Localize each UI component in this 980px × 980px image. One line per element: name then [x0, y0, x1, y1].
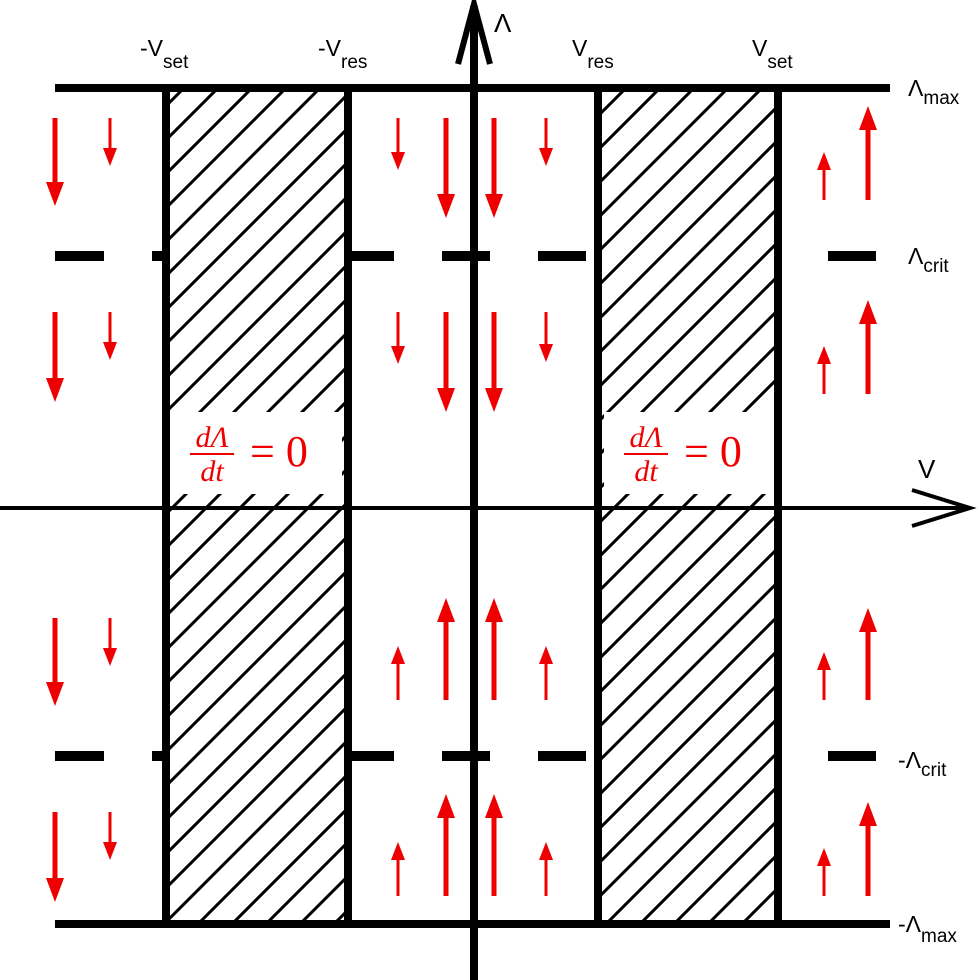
equation-right: dΛ dt = 0 — [624, 421, 742, 488]
arrow-head — [46, 182, 64, 206]
arrow-head — [391, 646, 405, 664]
arrow-head — [437, 794, 455, 818]
arrow-up-icon — [859, 300, 877, 394]
arrow-down-icon — [46, 312, 64, 402]
arrow-head — [103, 648, 117, 666]
arrow-down-icon — [46, 812, 64, 902]
arrow-head — [391, 346, 405, 364]
v-axis-label: V — [918, 454, 936, 484]
arrow-head — [46, 682, 64, 706]
arrow-head — [539, 148, 553, 166]
arrow-head — [539, 344, 553, 362]
arrow-head — [485, 598, 503, 622]
label-lambda-max: Λmax — [908, 75, 960, 109]
arrow-down-icon — [539, 312, 553, 362]
arrow-down-icon — [46, 618, 64, 706]
arrow-up-icon — [859, 608, 877, 700]
arrow-up-icon — [539, 646, 553, 700]
arrow-head — [539, 646, 553, 664]
arrow-head — [539, 842, 553, 860]
arrow-up-icon — [485, 598, 503, 700]
arrow-up-icon — [817, 346, 831, 394]
arrow-head — [817, 152, 831, 170]
arrow-down-icon — [46, 118, 64, 206]
arrow-head — [46, 378, 64, 402]
arrow-head — [485, 194, 503, 218]
arrow-down-icon — [437, 312, 455, 412]
arrow-up-icon — [437, 598, 455, 700]
arrow-down-icon — [103, 618, 117, 666]
arrow-head — [485, 794, 503, 818]
arrow-head — [859, 300, 877, 324]
lambda-axis-label: Λ — [494, 8, 512, 38]
arrow-down-icon — [103, 312, 117, 360]
equation-left-numerator: dΛ — [195, 421, 228, 454]
arrow-down-icon — [103, 812, 117, 860]
arrow-head — [103, 842, 117, 860]
arrow-up-icon — [539, 842, 553, 896]
arrow-head — [391, 842, 405, 860]
arrow-head — [817, 652, 831, 670]
v-axis-arrowhead — [911, 488, 977, 528]
label-neg-lambda-max: -Λmax — [898, 911, 957, 947]
arrow-head — [485, 388, 503, 412]
arrow-up-icon — [817, 652, 831, 700]
arrow-up-icon — [859, 802, 877, 896]
arrow-down-icon — [485, 312, 503, 412]
arrow-head — [437, 388, 455, 412]
equation-right-rhs: = 0 — [684, 427, 742, 476]
arrow-down-icon — [539, 118, 553, 166]
arrow-up-icon — [859, 106, 877, 200]
arrow-head — [103, 342, 117, 360]
arrow-up-icon — [817, 848, 831, 896]
label-neg-vres: -Vres — [318, 35, 367, 73]
equation-right-numerator: dΛ — [629, 421, 662, 454]
arrow-down-icon — [485, 118, 503, 218]
label-neg-vset: -Vset — [140, 35, 189, 73]
arrow-up-icon — [391, 646, 405, 700]
arrow-head — [817, 848, 831, 866]
arrow-up-icon — [817, 152, 831, 200]
arrow-up-icon — [437, 794, 455, 896]
arrow-head — [859, 802, 877, 826]
flow-arrows — [46, 106, 877, 902]
arrow-head — [817, 346, 831, 364]
arrow-head — [46, 878, 64, 902]
equation-left-rhs: = 0 — [250, 427, 308, 476]
arrow-down-icon — [437, 118, 455, 218]
arrow-up-icon — [391, 842, 405, 896]
lambda-axis-arrowhead — [455, 0, 493, 65]
critical-dashes — [55, 251, 876, 761]
arrow-head — [859, 106, 877, 130]
arrow-head — [103, 148, 117, 166]
arrow-down-icon — [391, 118, 405, 170]
equation-right-denominator: dt — [634, 455, 658, 488]
equation-left-denominator: dt — [200, 455, 224, 488]
equation-left: dΛ dt = 0 — [190, 421, 308, 488]
arrow-head — [437, 194, 455, 218]
arrow-up-icon — [485, 794, 503, 896]
label-vres: Vres — [572, 35, 614, 73]
arrow-down-icon — [391, 312, 405, 364]
arrow-down-icon — [103, 118, 117, 166]
label-neg-lambda-crit: -Λcrit — [898, 747, 947, 781]
arrow-head — [859, 608, 877, 632]
label-lambda-crit: Λcrit — [908, 243, 949, 277]
arrow-head — [391, 152, 405, 170]
arrow-head — [437, 598, 455, 622]
label-vset: Vset — [752, 35, 793, 73]
